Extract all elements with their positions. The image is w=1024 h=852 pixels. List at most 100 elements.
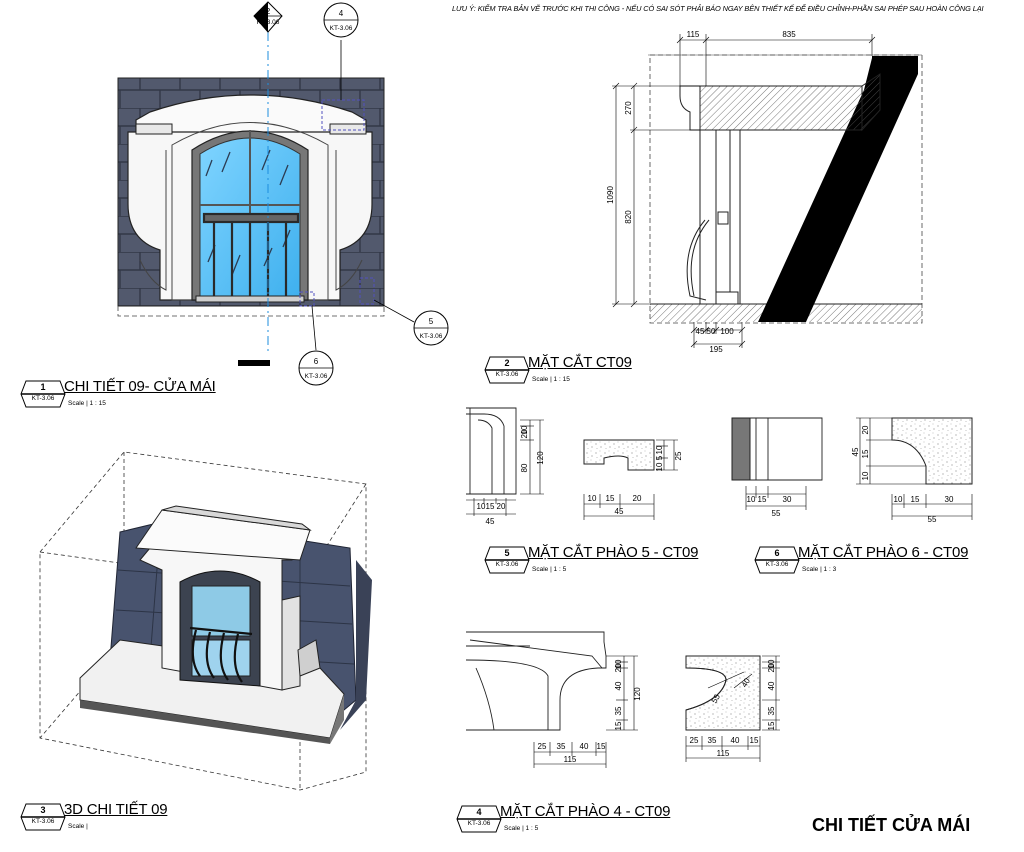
view-scale: Scale | 1 : 5 — [504, 825, 539, 832]
p5b-dim-10: 10 — [655, 445, 664, 454]
dim-1090: 1090 — [606, 186, 615, 204]
p4a-dim-25: 25 — [538, 742, 547, 751]
callout-4-ref: KT-3.06 — [330, 25, 353, 32]
view-number: 4 — [476, 807, 482, 817]
p4a-dim-10: 10 — [614, 659, 623, 668]
p4a-dim-40b: 40 — [580, 742, 589, 751]
p4a-dim-35b: 35 — [557, 742, 566, 751]
view-marker-hexagon — [456, 805, 502, 833]
p5b-dim-5: 5 — [655, 455, 664, 460]
view-title-text: MẶT CẮT PHÀO 6 - CT09 — [798, 544, 969, 561]
p6a-dim-10: 10 — [747, 495, 756, 504]
p5a-dim-10b: 10 — [477, 502, 486, 511]
p4a-dim-120: 120 — [633, 687, 642, 701]
callout-6-number: 6 — [314, 357, 319, 366]
p4b-radius-55: 55 — [710, 692, 723, 705]
p5a-dim-10: 10 — [520, 425, 529, 434]
p5b-dim-10c: 10 — [588, 494, 597, 503]
p6a-dim-30: 30 — [783, 495, 792, 504]
p6a-dim-55: 55 — [772, 509, 781, 518]
view-marker-hexagon — [754, 546, 800, 574]
view-title-text: CHI TIẾT 09- CỬA MÁI — [64, 378, 216, 395]
p5b-dim-45: 45 — [615, 507, 624, 516]
dim-50: 50 — [707, 327, 716, 336]
view-number: 6 — [774, 548, 780, 558]
callout-6-ref: KT-3.06 — [305, 373, 328, 380]
p5b-dim-10b: 10 — [655, 462, 664, 471]
p6b-dim-30: 30 — [945, 495, 954, 504]
p5b-dim-20: 20 — [633, 494, 642, 503]
callout-5-ref: KT-3.06 — [420, 333, 443, 340]
view-scale: Scale | 1 : 15 — [532, 376, 570, 383]
callout-2-number: 2 — [266, 7, 271, 16]
p4b-dim-10: 10 — [767, 659, 776, 668]
view-number: 5 — [504, 548, 510, 558]
view-title-text: MẶT CẮT CT09 — [528, 354, 632, 371]
p4a-dim-115: 115 — [564, 755, 577, 764]
view-ref: KT-3.06 — [495, 371, 519, 378]
dim-195: 195 — [709, 345, 723, 354]
view-ref: KT-3.06 — [31, 818, 55, 825]
p6a-dim-15: 15 — [758, 495, 767, 504]
p5a-dim-45: 45 — [486, 517, 495, 526]
p5b-dim-25: 25 — [674, 451, 683, 460]
p4a-dim-20: 20 — [614, 663, 623, 672]
p6b-dim-10b: 10 — [894, 495, 903, 504]
p4a-dim-40: 40 — [614, 681, 623, 690]
p4a-dim-15: 15 — [614, 721, 623, 730]
p4a-dim-15b: 15 — [597, 742, 606, 751]
dim-835: 835 — [782, 30, 796, 39]
p6b-dim-55: 55 — [928, 515, 937, 524]
view-scale: Scale | 1 : 3 — [802, 566, 837, 573]
p4b-dim-15: 15 — [767, 721, 776, 730]
view-scale: Scale | 1 : 5 — [532, 566, 567, 573]
p4b-radius-40: 40 — [740, 676, 753, 689]
dim-45: 45 — [696, 327, 705, 336]
p4b-dim-35: 35 — [767, 706, 776, 715]
callout-2-ref: KT-3.06 — [257, 19, 280, 26]
view-scale: Scale | — [68, 823, 88, 830]
p6b-dim-45: 45 — [851, 447, 860, 456]
view-number: 3 — [40, 805, 46, 815]
p6b-dim-15: 15 — [861, 449, 870, 458]
p5a-dim-20: 20 — [520, 429, 529, 438]
view-title-text: MẶT CẮT PHÀO 4 - CT09 — [500, 803, 671, 820]
p4b-dim-115: 115 — [717, 749, 730, 758]
p5a-dim-15: 15 — [486, 502, 495, 511]
dim-820: 820 — [624, 210, 633, 224]
view-ref: KT-3.06 — [495, 561, 519, 568]
p5a-dim-120: 120 — [536, 451, 545, 465]
p5a-dim-80: 80 — [520, 463, 529, 472]
view-marker-hexagon — [20, 380, 66, 408]
view-title-text: MẶT CẮT PHÀO 5 - CT09 — [528, 544, 699, 561]
p6b-dim-10: 10 — [861, 471, 870, 480]
p5a-dim-20b: 20 — [497, 502, 506, 511]
p5b-dim-15: 15 — [606, 494, 615, 503]
view-marker-hexagon — [484, 356, 530, 384]
view-ref: KT-3.06 — [31, 395, 55, 402]
p4a-dim-35: 35 — [614, 706, 623, 715]
sheet-title: CHI TIẾT CỬA MÁI — [812, 815, 971, 835]
p4b-dim-25: 25 — [690, 736, 699, 745]
callout-4-number: 4 — [339, 9, 344, 18]
view-number: 2 — [504, 358, 510, 368]
view-marker-hexagon — [484, 546, 530, 574]
p4b-dim-35b: 35 — [708, 736, 717, 745]
view-scale: Scale | 1 : 15 — [68, 400, 106, 407]
p4b-dim-15b: 15 — [750, 736, 759, 745]
view-ref: KT-3.06 — [765, 561, 789, 568]
view-ref: KT-3.06 — [467, 820, 491, 827]
construction-note: LƯU Ý: KIỂM TRA BẢN VẼ TRƯỚC KHI THI CÔN… — [452, 4, 984, 13]
dim-270: 270 — [624, 101, 633, 115]
dim-115: 115 — [687, 30, 700, 39]
callout-5-number: 5 — [429, 317, 434, 326]
p4b-dim-40b: 40 — [731, 736, 740, 745]
p4b-dim-20: 20 — [767, 663, 776, 672]
view-number: 1 — [40, 382, 46, 392]
view-title-text: 3D CHI TIẾT 09 — [64, 801, 168, 818]
